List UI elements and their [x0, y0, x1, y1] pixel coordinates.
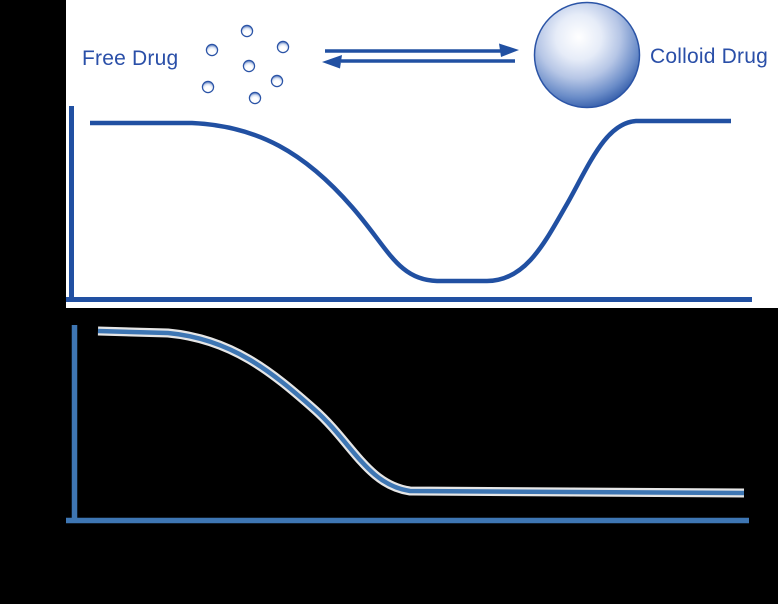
energy-landscape-plot	[66, 106, 752, 302]
forward-arrowhead-icon	[499, 43, 519, 57]
colloid-drug-label: Colloid Drug	[650, 45, 768, 68]
sigmoid-curve-halo	[97, 326, 745, 498]
drug-particle-icon	[242, 59, 256, 73]
energy-curve	[90, 118, 731, 284]
free-drug-particles	[201, 24, 290, 105]
drug-particle-icon	[205, 43, 219, 57]
free-drug-label: Free Drug	[82, 47, 179, 70]
drug-particle-icon	[240, 24, 254, 38]
drug-particle-icon	[248, 91, 262, 105]
drug-particle-icon	[270, 74, 284, 88]
drug-particle-icon	[201, 80, 215, 94]
sigmoid-decay-plot	[66, 325, 749, 524]
drug-particle-icon	[276, 40, 290, 54]
colloid-sphere-icon	[533, 1, 641, 109]
equilibrium-arrows	[322, 43, 519, 69]
reverse-arrowhead-icon	[322, 55, 342, 69]
sigmoid-curve	[97, 328, 745, 496]
